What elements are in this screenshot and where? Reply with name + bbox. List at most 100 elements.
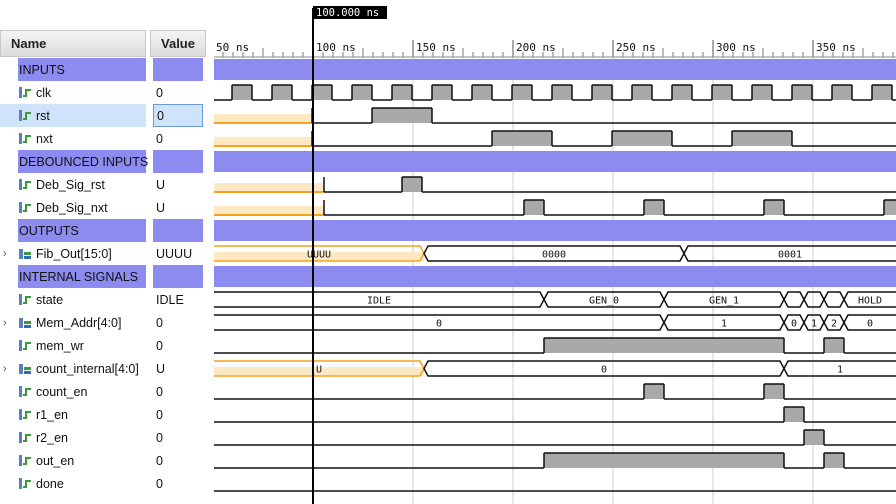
- state-bus-value: GEN_1: [709, 296, 739, 307]
- signal-value-inputs[interactable]: [153, 58, 203, 81]
- clk-high-pulse: [872, 85, 892, 100]
- clk-high-pulse: [272, 85, 292, 100]
- mem-addr-bus-value: 1: [721, 319, 727, 330]
- ruler-tick-label: 100 ns: [316, 41, 356, 54]
- signal-value-mem-addr[interactable]: 0: [156, 315, 163, 330]
- signal-value-internal-signals[interactable]: [153, 265, 203, 288]
- clk-high-pulse: [672, 85, 692, 100]
- fib-out-bus-segment: [683, 245, 896, 262]
- deb-sig-nxt-trace: [323, 199, 896, 216]
- signal-value-fib-out[interactable]: UUUU: [156, 246, 193, 261]
- state-bus-segment: [823, 291, 845, 308]
- mem-addr-bus-value: 2: [831, 319, 837, 330]
- value-column-header[interactable]: Value: [150, 30, 206, 57]
- fib-out-undefined-region: [214, 252, 424, 261]
- bit-signal-icon: [18, 408, 32, 422]
- r1-en-high-pulse: [784, 407, 804, 422]
- signal-name-label: clk: [36, 85, 52, 100]
- signal-row-clk[interactable]: clk: [0, 81, 146, 104]
- clk-trace: [214, 84, 896, 101]
- clk-high-pulse: [472, 85, 492, 100]
- clk-high-pulse: [512, 85, 532, 100]
- signal-row-fib-out[interactable]: › Fib_Out[15:0]: [0, 242, 146, 265]
- out-en-high-pulse: [544, 453, 784, 468]
- signal-row-mem-wr[interactable]: mem_wr: [0, 334, 146, 357]
- signal-value-debounced-inputs[interactable]: [153, 150, 203, 173]
- signal-row-deb-sig-nxt[interactable]: Deb_Sig_nxt: [0, 196, 146, 219]
- signal-value-rst[interactable]: 0: [153, 104, 203, 127]
- group-row-internal-signals[interactable]: INTERNAL SIGNALS: [18, 265, 146, 288]
- signal-value-deb-sig-rst[interactable]: U: [156, 177, 166, 192]
- signal-row-state[interactable]: state: [0, 288, 146, 311]
- fib-out-bus-value: UUUU: [307, 250, 331, 261]
- bit-signal-icon: [18, 339, 32, 353]
- cursor-time-label: 100.000 ns: [316, 7, 379, 19]
- bit-signal-icon: [18, 431, 32, 445]
- signal-row-count-en[interactable]: count_en: [0, 380, 146, 403]
- r1-en-trace: [214, 406, 896, 423]
- signal-row-out-en[interactable]: out_en: [0, 449, 146, 472]
- clk-high-pulse: [592, 85, 612, 100]
- expand-chevron-icon[interactable]: ›: [3, 247, 7, 260]
- group-row-outputs[interactable]: OUTPUTS: [18, 219, 146, 242]
- ruler-tick-label: 350 ns: [816, 41, 856, 54]
- signal-value-mem-wr[interactable]: 0: [156, 338, 163, 353]
- count-en-high-pulse: [644, 384, 664, 399]
- count-en-trace: [214, 383, 896, 400]
- signal-row-rst[interactable]: rst: [0, 104, 146, 127]
- clk-high-pulse: [832, 85, 852, 100]
- signal-value-deb-sig-nxt[interactable]: U: [156, 200, 166, 215]
- signal-name-label: OUTPUTS: [19, 223, 79, 238]
- signal-row-deb-sig-rst[interactable]: Deb_Sig_rst: [0, 173, 146, 196]
- signal-value-done[interactable]: 0: [156, 476, 163, 491]
- signal-row-count-internal[interactable]: › count_internal[4:0]: [0, 357, 146, 380]
- signal-name-label: count_internal[4:0]: [36, 361, 139, 376]
- bus-signal-icon: [18, 247, 32, 261]
- signal-name-label: Deb_Sig_rst: [36, 177, 105, 192]
- signal-name-label: out_en: [36, 453, 75, 468]
- signal-value-nxt[interactable]: 0: [156, 131, 163, 146]
- signal-value-r1-en[interactable]: 0: [156, 407, 163, 422]
- nxt-trace: [311, 130, 896, 147]
- clk-high-pulse: [632, 85, 652, 100]
- signal-value-out-en[interactable]: 0: [156, 453, 163, 468]
- bus-signal-icon: [18, 316, 32, 330]
- signal-value-clk[interactable]: 0: [156, 85, 163, 100]
- group-row-inputs[interactable]: INPUTS: [18, 58, 146, 81]
- deb-sig-rst-undefined-region: [214, 183, 324, 192]
- clk-high-pulse: [352, 85, 372, 100]
- expand-chevron-icon[interactable]: ›: [3, 316, 7, 329]
- signal-value-r2-en[interactable]: 0: [156, 430, 163, 445]
- group-bar-debounced-inputs: [214, 151, 896, 172]
- nxt-high-pulse: [612, 131, 672, 146]
- signal-row-r2-en[interactable]: r2_en: [0, 426, 146, 449]
- time-ruler[interactable]: [214, 30, 896, 57]
- signal-row-mem-addr[interactable]: ›Mem_Addr[4:0]: [0, 311, 146, 334]
- ruler-tick-label: 250 ns: [616, 41, 656, 54]
- expand-chevron-icon[interactable]: ›: [3, 362, 7, 375]
- state-bus-segment: [803, 291, 825, 308]
- signal-value-count-internal[interactable]: U: [156, 361, 166, 376]
- signal-value-outputs[interactable]: [153, 219, 203, 242]
- group-row-debounced-inputs[interactable]: DEBOUNCED INPUTS: [18, 150, 148, 173]
- cursor-time-badge[interactable]: [313, 6, 387, 19]
- clk-high-pulse: [712, 85, 732, 100]
- signal-row-r1-en[interactable]: r1_en: [0, 403, 146, 426]
- bit-signal-icon: [18, 385, 32, 399]
- name-column-header[interactable]: Name: [0, 30, 146, 57]
- ruler-tick-label: 300 ns: [716, 41, 756, 54]
- signal-name-label: count_en: [36, 384, 88, 399]
- signal-value-state[interactable]: IDLE: [156, 292, 184, 307]
- signal-row-nxt[interactable]: nxt: [0, 127, 146, 150]
- bit-signal-icon: [18, 178, 32, 192]
- signal-name-label: mem_wr: [36, 338, 84, 353]
- clk-high-pulse: [752, 85, 772, 100]
- clk-high-pulse: [432, 85, 452, 100]
- signal-name-label: Fib_Out[15:0]: [36, 246, 112, 261]
- bit-signal-icon: [18, 132, 32, 146]
- signal-row-done[interactable]: done: [0, 472, 146, 495]
- signal-value-count-en[interactable]: 0: [156, 384, 163, 399]
